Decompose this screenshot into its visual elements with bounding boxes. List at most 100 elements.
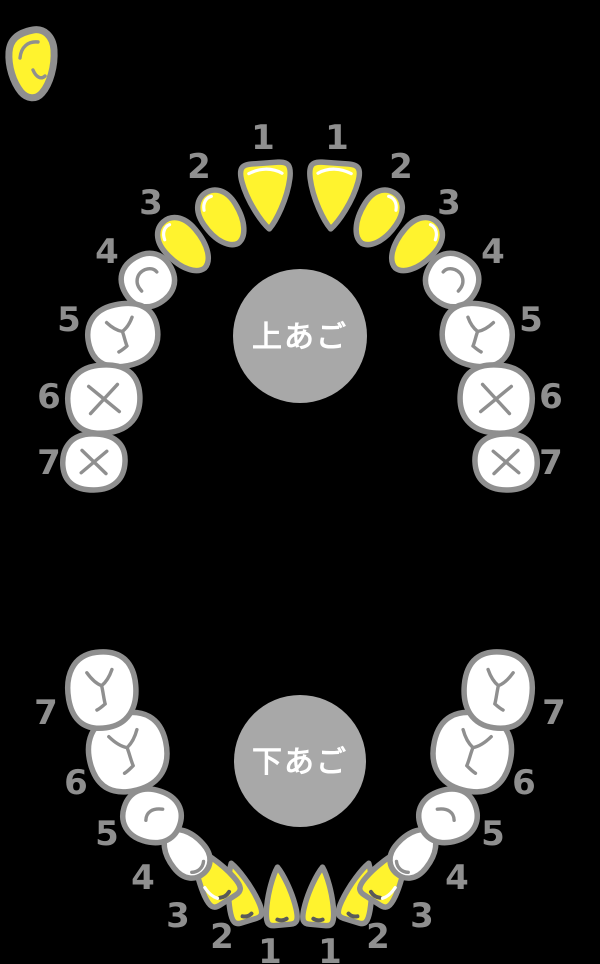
- tooth-lower-left-5-body[interactable]: [116, 781, 189, 850]
- tooth-upper-right-3-detail: [425, 224, 441, 239]
- tooth-number-upper-left-2: 2: [187, 147, 211, 187]
- tooth-lower-left-7-detail: [87, 670, 116, 711]
- tooth-number-upper-right-5: 5: [519, 300, 543, 340]
- tooth-lower-left-4-detail: [191, 861, 206, 874]
- tooth-lower-right-1-detail: [313, 919, 322, 921]
- tooth-upper-left-1-detail: [249, 168, 282, 176]
- tooth-upper-left-7-detail: [81, 450, 107, 473]
- tooth-upper-right-4-detail: [439, 265, 468, 291]
- tooth-number-lower-left-3: 3: [166, 896, 190, 936]
- tooth-upper-right-5[interactable]: [437, 298, 517, 371]
- tooth-number-upper-right-7: 7: [539, 443, 563, 483]
- tooth-number-upper-left-1: 1: [251, 118, 275, 158]
- tooth-lower-right-5[interactable]: [412, 781, 485, 850]
- tooth-lower-right-7-detail: [485, 670, 514, 711]
- tooth-upper-right-6-detail: [481, 384, 512, 413]
- tooth-lower-left-3-detail: [220, 892, 230, 899]
- tooth-lower-left-2-detail: [243, 914, 252, 918]
- tooth-lower-right-4[interactable]: [382, 820, 446, 886]
- tooth-lower-left-5-detail: [145, 805, 162, 825]
- tooth-number-upper-left-6: 6: [37, 377, 61, 417]
- tooth-number-lower-left-4: 4: [131, 858, 155, 898]
- tooth-upper-left-5-detail: [106, 317, 137, 353]
- tooth-logo-body: [5, 26, 58, 102]
- tooth-upper-right-7[interactable]: [474, 433, 538, 491]
- lower-jaw-label-circle: [234, 695, 366, 827]
- tooth-lower-right-1-body[interactable]: [302, 866, 338, 926]
- tooth-lower-left-5[interactable]: [116, 781, 189, 850]
- tooth-upper-left-6-detail: [89, 384, 120, 413]
- tooth-upper-right-7-detail: [493, 450, 519, 473]
- tooth-lower-right-6-detail: [455, 730, 492, 775]
- tooth-lower-right-4-detail: [394, 861, 409, 874]
- tooth-upper-left-2-body[interactable]: [190, 183, 254, 254]
- tooth-number-upper-right-4: 4: [481, 232, 505, 272]
- tooth-lower-left-7[interactable]: [65, 649, 140, 731]
- tooth-lower-right-3-detail: [383, 885, 396, 901]
- tooth-upper-left-7[interactable]: [62, 433, 126, 491]
- tooth-lower-right-5-body[interactable]: [412, 781, 485, 850]
- tooth-upper-right-3-body[interactable]: [381, 209, 451, 280]
- tooth-lower-left-1-body[interactable]: [262, 866, 298, 926]
- tooth-upper-left-4-detail: [133, 265, 162, 291]
- tooth-upper-left-3[interactable]: [149, 209, 219, 280]
- tooth-number-lower-right-2: 2: [366, 917, 390, 957]
- tooth-upper-left-2-detail: [200, 196, 216, 210]
- tooth-lower-right-2-detail: [348, 914, 357, 918]
- tooth-upper-left-3-body[interactable]: [149, 209, 219, 280]
- tooth-number-lower-left-5: 5: [95, 814, 119, 854]
- tooth-upper-right-1[interactable]: [306, 161, 360, 230]
- tooth-lower-left-6-detail: [109, 730, 146, 775]
- tooth-upper-right-2-detail: [384, 196, 400, 210]
- tooth-lower-left-1-detail: [277, 919, 286, 921]
- tooth-number-lower-right-4: 4: [445, 858, 469, 898]
- tooth-upper-right-6[interactable]: [458, 363, 535, 436]
- tooth-number-upper-left-5: 5: [57, 300, 81, 340]
- tooth-upper-right-1-detail: [318, 168, 351, 176]
- tooth-number-upper-left-4: 4: [95, 232, 119, 272]
- tooth-number-upper-left-3: 3: [139, 183, 163, 223]
- upper-jaw-label: 上あご: [252, 320, 348, 355]
- tooth-number-upper-right-6: 6: [539, 377, 563, 417]
- tooth-number-lower-right-3: 3: [410, 896, 434, 936]
- tooth-number-lower-left-1: 1: [258, 932, 282, 964]
- tooth-logo-detail-line: [20, 42, 38, 58]
- tooth-lower-left-1[interactable]: [262, 866, 298, 926]
- tooth-upper-left-1[interactable]: [240, 161, 294, 230]
- tooth-number-upper-right-3: 3: [437, 183, 461, 223]
- tooth-upper-left-6[interactable]: [65, 363, 142, 436]
- tooth-lower-right-1[interactable]: [302, 866, 338, 926]
- tooth-upper-left-1-body[interactable]: [240, 161, 294, 230]
- tooth-lower-right-5-detail: [437, 805, 454, 825]
- tooth-number-lower-right-7: 7: [542, 693, 566, 733]
- tooth-number-lower-right-5: 5: [481, 814, 505, 854]
- tooth-number-lower-left-2: 2: [210, 917, 234, 957]
- tooth-lower-left-4-body[interactable]: [154, 820, 218, 886]
- tooth-lower-right-7[interactable]: [461, 649, 536, 731]
- tooth-upper-right-1-body[interactable]: [306, 161, 360, 230]
- tooth-number-upper-left-7: 7: [37, 443, 61, 483]
- tooth-number-upper-right-2: 2: [389, 147, 413, 187]
- tooth-upper-right-2[interactable]: [346, 183, 410, 254]
- tooth-lower-right-3-detail: [370, 892, 380, 899]
- tooth-lower-right-4-body[interactable]: [382, 820, 446, 886]
- tooth-upper-left-2[interactable]: [190, 183, 254, 254]
- lower-jaw-label: 下あご: [252, 745, 348, 780]
- tooth-logo-detail-hook: [33, 70, 45, 78]
- tooth-number-lower-right-1: 1: [318, 932, 342, 964]
- tooth-number-upper-right-1: 1: [325, 118, 349, 158]
- tooth-lower-left-4[interactable]: [154, 820, 218, 886]
- tooth-upper-right-2-body[interactable]: [346, 183, 410, 254]
- tooth-upper-left-5[interactable]: [83, 298, 163, 371]
- tooth-lower-left-3-detail: [205, 885, 218, 901]
- tooth-upper-right-3[interactable]: [381, 209, 451, 280]
- tooth-number-lower-right-6: 6: [512, 763, 536, 803]
- tooth-number-lower-left-6: 6: [64, 763, 88, 803]
- tooth-logo-icon: [5, 26, 58, 102]
